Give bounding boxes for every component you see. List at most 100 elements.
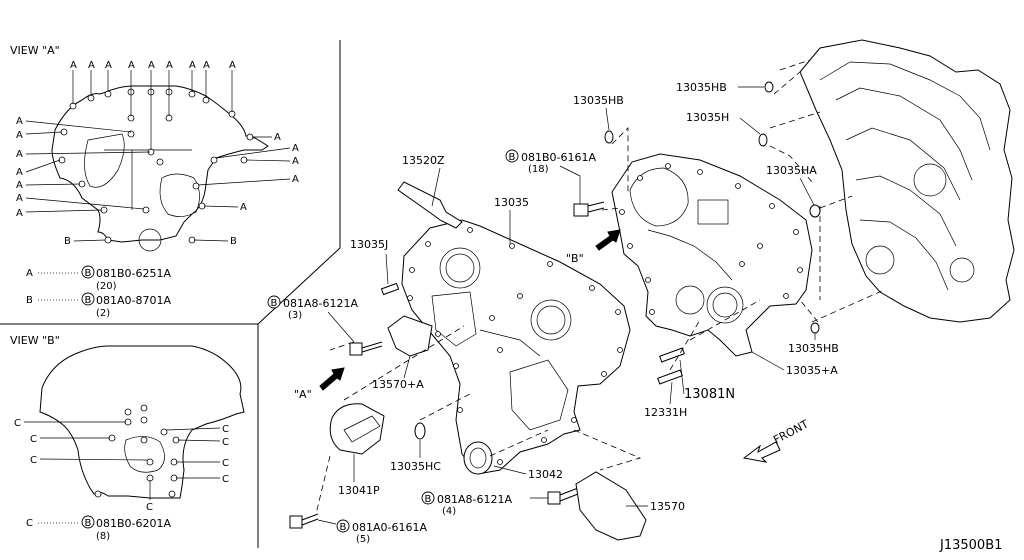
svg-text:A: A <box>16 193 23 204</box>
svg-text:A: A <box>274 132 281 143</box>
label-bolt-4-part: 081A8-6121A <box>437 493 512 506</box>
svg-text:081B0-6201A: 081B0-6201A <box>96 517 172 530</box>
svg-text:A: A <box>203 60 210 71</box>
svg-text:C: C <box>30 434 37 445</box>
bolt-3 <box>349 341 383 356</box>
cover-13035-plus-a-bolt-holes <box>619 163 803 315</box>
view-a-bolt-holes <box>58 88 254 244</box>
label-bolt-5-part: 081A0-6161A <box>352 521 427 534</box>
svg-text:B: B <box>230 236 237 247</box>
svg-text:A: A <box>16 116 23 127</box>
svg-text:B: B <box>509 152 516 163</box>
view-b-legend: C B 081B0-6201A (8) <box>26 515 172 542</box>
part-callouts: 13520Z 13035 13035J B 081B0-6161A (18) 1… <box>267 81 839 545</box>
bolt-18 <box>573 176 605 217</box>
o-ring-13035H <box>758 133 768 147</box>
view-b-title: VIEW "B" <box>10 334 60 347</box>
label-bolt-18-part: 081B0-6161A <box>521 151 597 164</box>
svg-text:A: A <box>292 143 299 154</box>
svg-text:B: B <box>340 522 347 533</box>
engine-block <box>769 39 1015 323</box>
panel-frames <box>0 40 341 548</box>
svg-text:A: A <box>229 60 236 71</box>
o-ring-13035HB-right <box>764 81 774 93</box>
label-12331H: 12331H <box>644 406 687 419</box>
svg-text:A: A <box>70 60 77 71</box>
label-13035HB-top: 13035HB <box>573 94 624 107</box>
label-13042: 13042 <box>528 468 563 481</box>
svg-text:A: A <box>189 60 196 71</box>
svg-text:A: A <box>16 208 23 219</box>
view-a-arrow-label: "A" <box>294 388 312 401</box>
svg-text:A: A <box>292 156 299 167</box>
oil-seal-13042 <box>463 441 493 475</box>
svg-text:B: B <box>64 236 71 247</box>
front-label: FRONT <box>771 417 811 446</box>
svg-text:A: A <box>148 60 155 71</box>
label-13570: 13570 <box>650 500 685 513</box>
view-b-arrow-icon <box>595 229 621 251</box>
view-a-legend: A B 081B0-6251A (20) B B 081A0-8701A (2) <box>26 265 172 319</box>
svg-text:A: A <box>240 202 247 213</box>
label-bolt-3-part: 081A8-6121A <box>283 297 358 310</box>
label-bolt-4-qty: (4) <box>442 506 456 517</box>
label-13035: 13035 <box>494 196 529 209</box>
o-ring-13035HC <box>414 422 426 440</box>
dowel-13081N <box>659 347 685 363</box>
svg-text:A: A <box>166 60 173 71</box>
svg-text:A: A <box>105 60 112 71</box>
label-13081N: 13081N <box>684 387 735 402</box>
front-arrow-icon <box>742 441 781 463</box>
svg-text:C: C <box>222 458 229 469</box>
view-a-right-callouts: A A A A A B <box>193 132 299 247</box>
label-13035-plus-a: 13035+A <box>786 364 838 377</box>
svg-text:A: A <box>128 60 135 71</box>
label-bolt-5-qty: (5) <box>356 534 370 545</box>
label-13035H: 13035H <box>686 111 729 124</box>
label-bolt-3-qty: (3) <box>288 310 302 321</box>
label-13035HC: 13035HC <box>390 460 441 473</box>
label-13035HA: 13035HA <box>766 164 817 177</box>
view-b-panel: VIEW "B" C C C C C C C C C B 081B0-6201A <box>10 334 245 542</box>
svg-text:B: B <box>85 268 92 279</box>
bolt-4 <box>547 487 579 505</box>
svg-text:A: A <box>16 167 23 178</box>
svg-text:081A0-8701A: 081A0-8701A <box>96 294 171 307</box>
svg-text:B: B <box>85 518 92 529</box>
label-13035J: 13035J <box>350 238 388 251</box>
label-bolt-18-qty: (18) <box>528 164 549 175</box>
svg-text:A: A <box>88 60 95 71</box>
view-b-arrow-label: "B" <box>566 252 584 265</box>
diagram-code: J13500B1 <box>939 538 1002 553</box>
svg-text:A: A <box>16 180 23 191</box>
view-b-cover-outline <box>39 345 245 499</box>
assembly-dashed-lines <box>315 71 821 515</box>
svg-text:A: A <box>26 268 33 279</box>
cover-13041P <box>329 403 385 455</box>
view-b-callouts: C C C C C C C C <box>14 418 229 513</box>
label-13570-plus-a: 13570+A <box>372 378 424 391</box>
svg-text:(8): (8) <box>96 531 110 542</box>
svg-text:B: B <box>271 298 278 309</box>
cover-13035 <box>401 219 631 475</box>
small-parts <box>289 81 821 541</box>
svg-text:A: A <box>16 130 23 141</box>
svg-text:081B0-6251A: 081B0-6251A <box>96 267 172 280</box>
svg-text:C: C <box>222 474 229 485</box>
pin-13035J <box>380 282 400 296</box>
view-a-left-callouts: A A A A A A A B <box>16 116 151 247</box>
svg-text:C: C <box>222 437 229 448</box>
label-13035HB-right: 13035HB <box>676 81 727 94</box>
svg-text:C: C <box>26 518 33 529</box>
svg-text:B: B <box>425 494 432 505</box>
dowel-12331H <box>657 369 683 385</box>
label-13520Z: 13520Z <box>402 154 445 167</box>
view-a-panel: VIEW "A" A A A A A <box>10 44 299 319</box>
svg-text:C: C <box>146 502 153 513</box>
svg-text:A: A <box>292 174 299 185</box>
svg-text:A: A <box>16 149 23 160</box>
label-13041P: 13041P <box>338 484 380 497</box>
gasket-13570-plus-a <box>387 315 433 357</box>
cover-13035-plus-a <box>611 153 813 357</box>
